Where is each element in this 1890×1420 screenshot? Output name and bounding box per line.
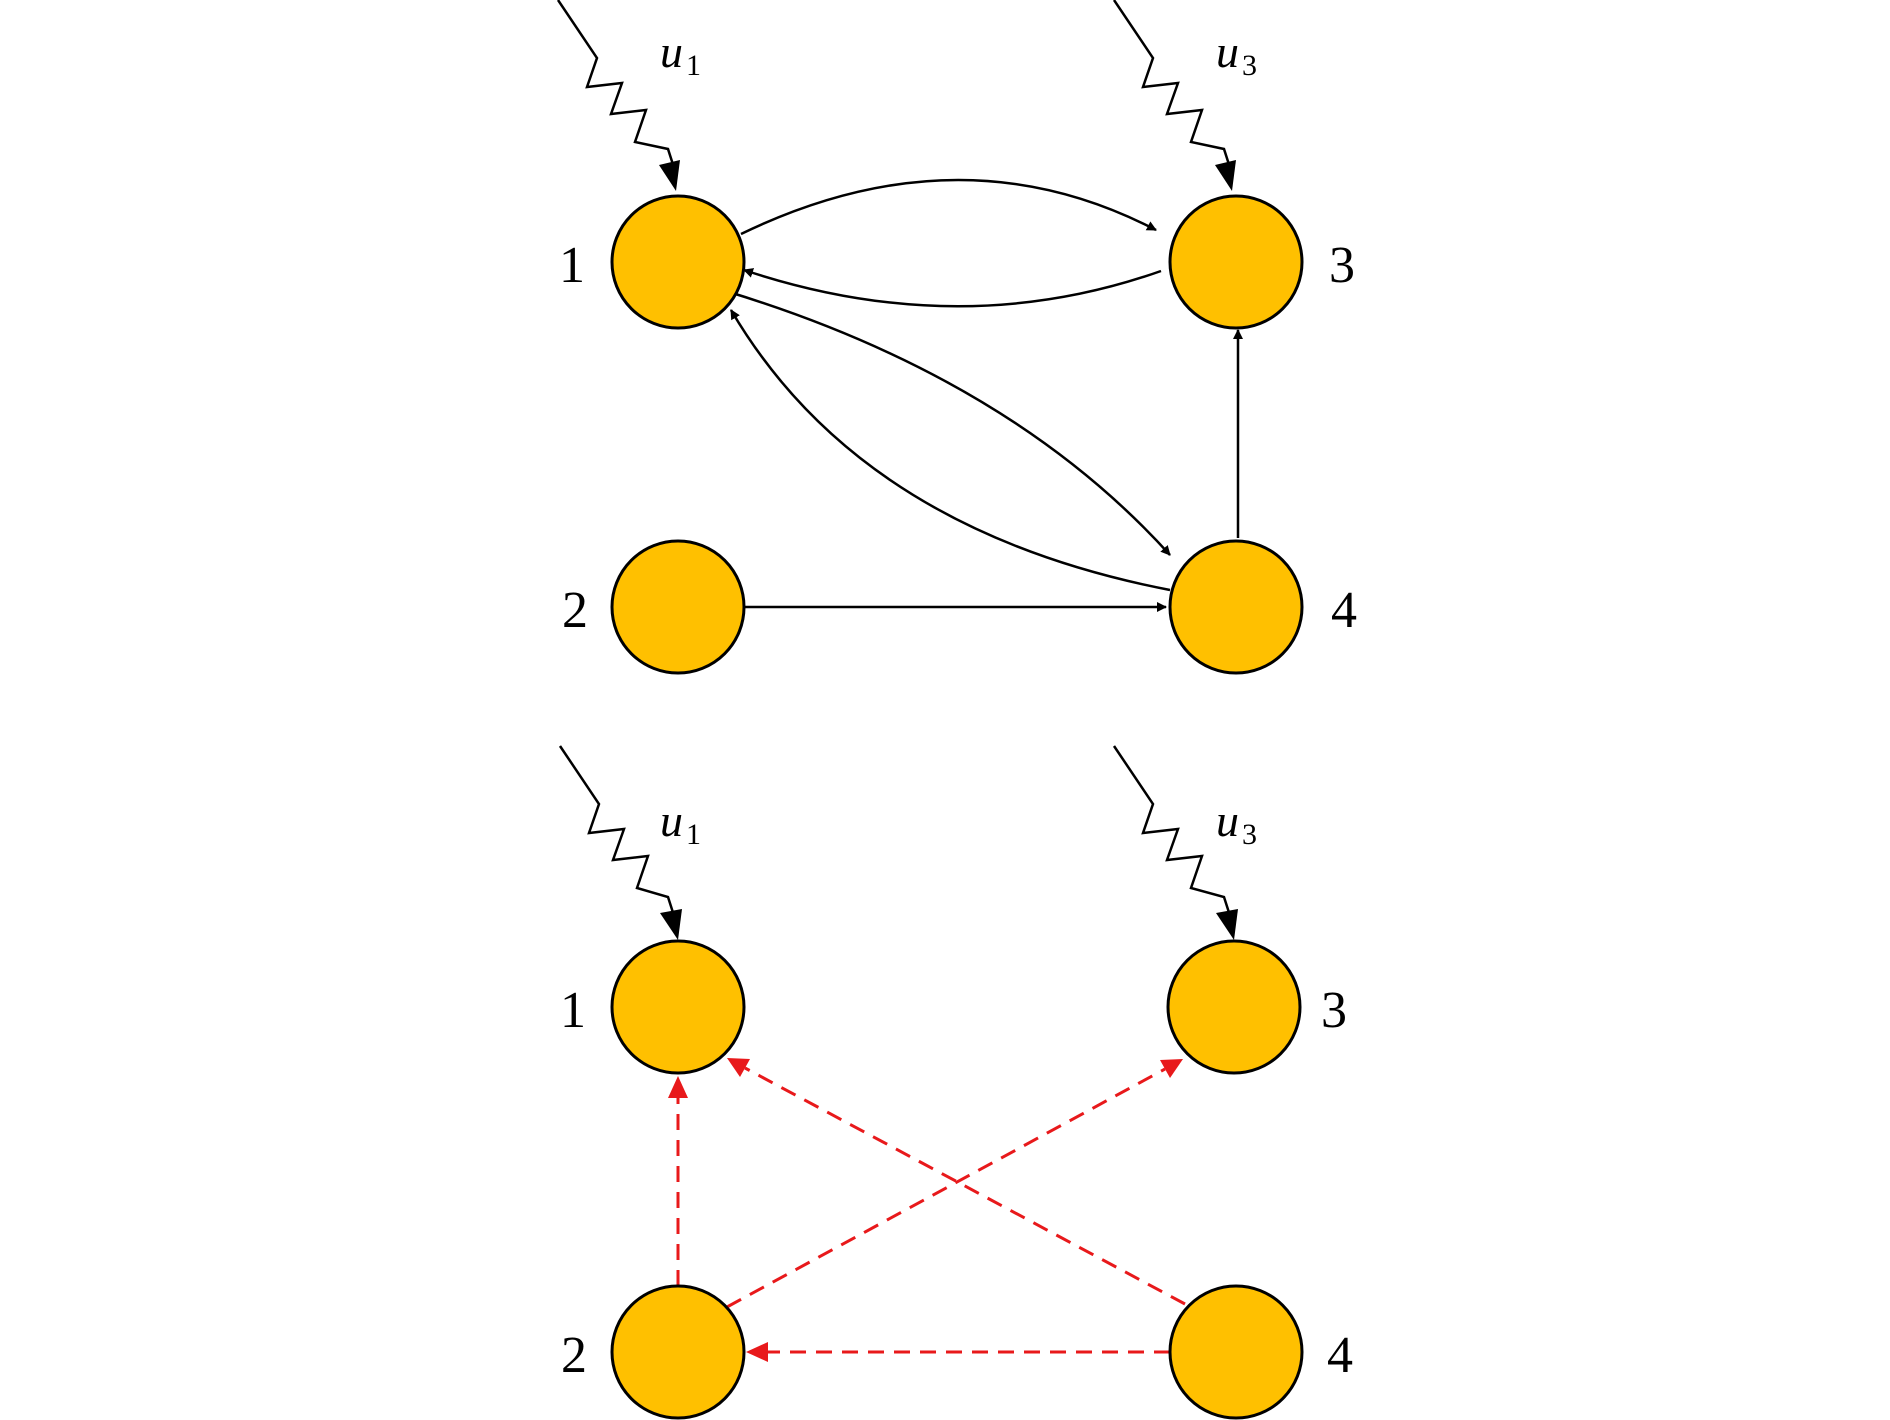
edge-4-to-1 xyxy=(729,309,1171,592)
edge-1-to-3 xyxy=(740,178,1157,236)
edge-3-to-1 xyxy=(743,268,1162,308)
node-3-bottom: 3 xyxy=(1166,939,1347,1075)
node-label-4-bottom: 4 xyxy=(1327,1327,1353,1384)
input-arrowhead-u1-bottom xyxy=(660,909,682,940)
input-zigzag-u1-bottom xyxy=(558,745,678,923)
node-label-2-bottom: 2 xyxy=(561,1327,587,1384)
node-label-4-top: 4 xyxy=(1331,582,1357,639)
node-1-top: 1 xyxy=(559,194,746,330)
input-zigzag-u3-bottom xyxy=(1112,745,1234,923)
input-zigzag-u3-top xyxy=(1112,0,1234,175)
node-4-top: 4 xyxy=(1168,539,1357,675)
edge-2-to-1 xyxy=(668,1076,688,1286)
node-label-2-top: 2 xyxy=(562,582,588,639)
input-zigzag-u1-top xyxy=(556,0,678,175)
node-3-top: 3 xyxy=(1168,194,1355,330)
input-arrowhead-u1-top xyxy=(659,160,680,191)
edge-4-to-2 xyxy=(746,1342,1170,1362)
node-label-1-bottom: 1 xyxy=(560,982,586,1039)
input-arrowhead-u3-bottom xyxy=(1216,909,1238,940)
node-1-bottom: 1 xyxy=(560,939,746,1075)
node-4-bottom: 4 xyxy=(1168,1284,1353,1420)
edge-1-to-4 xyxy=(728,290,1171,556)
node-2-top: 2 xyxy=(562,539,746,675)
node-label-1-top: 1 xyxy=(559,237,585,294)
node-label-3-top: 3 xyxy=(1329,237,1355,294)
edge-4-to-1 xyxy=(727,1058,1186,1306)
node-label-3-bottom: 3 xyxy=(1321,982,1347,1039)
node-2-bottom: 2 xyxy=(561,1284,746,1420)
edge-2-to-3 xyxy=(726,1059,1183,1309)
input-arrowhead-u3-top xyxy=(1215,160,1236,191)
